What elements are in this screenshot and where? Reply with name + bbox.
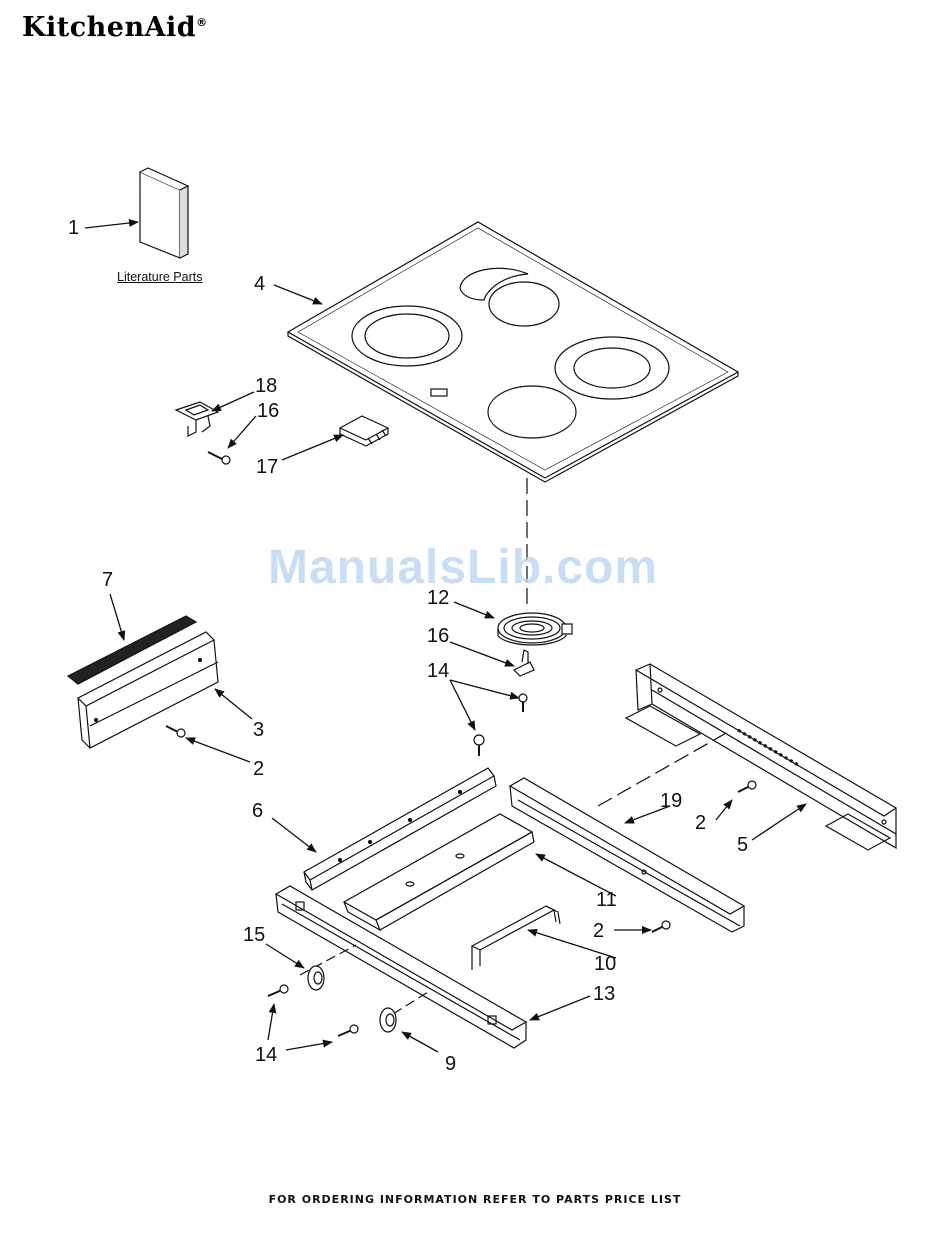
- knob-15: [308, 966, 324, 990]
- callout-2b: 2: [695, 812, 706, 834]
- handle-10: [472, 906, 560, 970]
- screw-14c: [474, 735, 484, 756]
- callout-14a: 14: [427, 660, 449, 682]
- callout-2a: 2: [253, 758, 264, 780]
- watermark: ManualsLib.com: [268, 540, 658, 595]
- callout-18: 18: [255, 375, 277, 397]
- callout-16a: 16: [257, 400, 279, 422]
- callout-4: 4: [254, 273, 265, 295]
- screw-2b: [738, 781, 756, 792]
- screw-16: [208, 452, 230, 464]
- screw-2a: [166, 726, 185, 737]
- callout-7: 7: [102, 569, 113, 591]
- callout-10: 10: [594, 953, 616, 975]
- screw-2c: [652, 921, 670, 932]
- radiant-element-12: [498, 613, 572, 645]
- bracket-18: [176, 402, 218, 436]
- left-bracket-3: [78, 632, 218, 748]
- callout-6: 6: [252, 800, 263, 822]
- callout-17: 17: [256, 456, 278, 478]
- literature-booklet: [140, 168, 188, 258]
- callout-15: 15: [243, 924, 265, 946]
- burner-pan-11: [344, 814, 534, 930]
- callout-2c: 2: [593, 920, 604, 942]
- clip-16b: [514, 650, 534, 676]
- screw-14b: [268, 985, 288, 996]
- callout-1: 1: [68, 217, 79, 239]
- callout-11: 11: [596, 889, 617, 911]
- callout-19: 19: [660, 790, 682, 812]
- ordering-footer: FOR ORDERING INFORMATION REFER TO PARTS …: [0, 1193, 950, 1206]
- screw-14a: [519, 694, 527, 712]
- callout-3: 3: [253, 719, 264, 741]
- rear-bracket-5: [626, 664, 896, 850]
- knob-9: [380, 1008, 396, 1032]
- callout-9: 9: [445, 1053, 456, 1075]
- screw-14d: [338, 1025, 358, 1036]
- switch-17: [340, 416, 388, 446]
- callout-16b: 16: [427, 625, 449, 647]
- cooktop-glass: [288, 222, 738, 482]
- callout-14b: 14: [255, 1044, 277, 1066]
- callout-13: 13: [593, 983, 615, 1005]
- callout-5: 5: [737, 834, 748, 856]
